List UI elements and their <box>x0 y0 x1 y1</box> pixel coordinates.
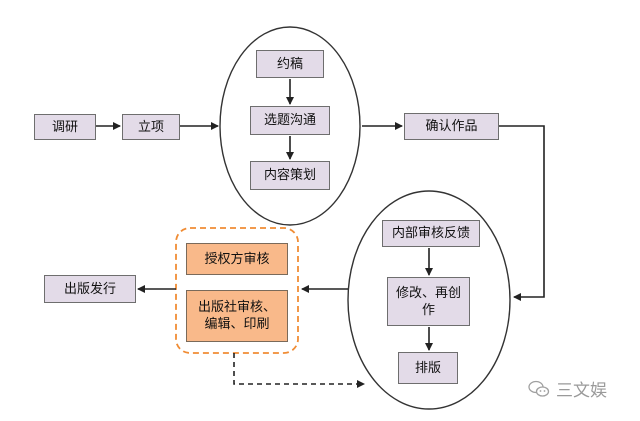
node-licensor-review: 授权方审核 <box>186 243 288 275</box>
node-publish: 出版发行 <box>44 275 136 303</box>
approval-dashed-box <box>175 227 299 354</box>
node-revise: 修改、再创 作 <box>387 277 470 326</box>
production-group-ellipse <box>347 190 511 410</box>
wechat-icon <box>528 380 550 397</box>
node-typesetting: 排版 <box>398 352 458 384</box>
node-commission: 约稿 <box>256 50 324 78</box>
watermark-text: 三文娱 <box>556 381 607 401</box>
watermark: 三文娱 <box>528 376 607 401</box>
creation-group-ellipse <box>219 26 361 226</box>
arrow-confirm-to-production <box>499 125 545 301</box>
node-publisher-review: 出版社审核、 编辑、印刷 <box>186 290 288 342</box>
node-research: 调研 <box>34 114 96 140</box>
node-content-planning: 内容策划 <box>250 161 330 190</box>
node-confirm-work: 确认作品 <box>404 113 499 140</box>
node-internal-review: 内部审核反馈 <box>382 220 480 247</box>
node-topic-communication: 选题沟通 <box>250 106 330 135</box>
node-project: 立项 <box>122 114 180 140</box>
dashed-arrow-feedback <box>233 353 365 388</box>
